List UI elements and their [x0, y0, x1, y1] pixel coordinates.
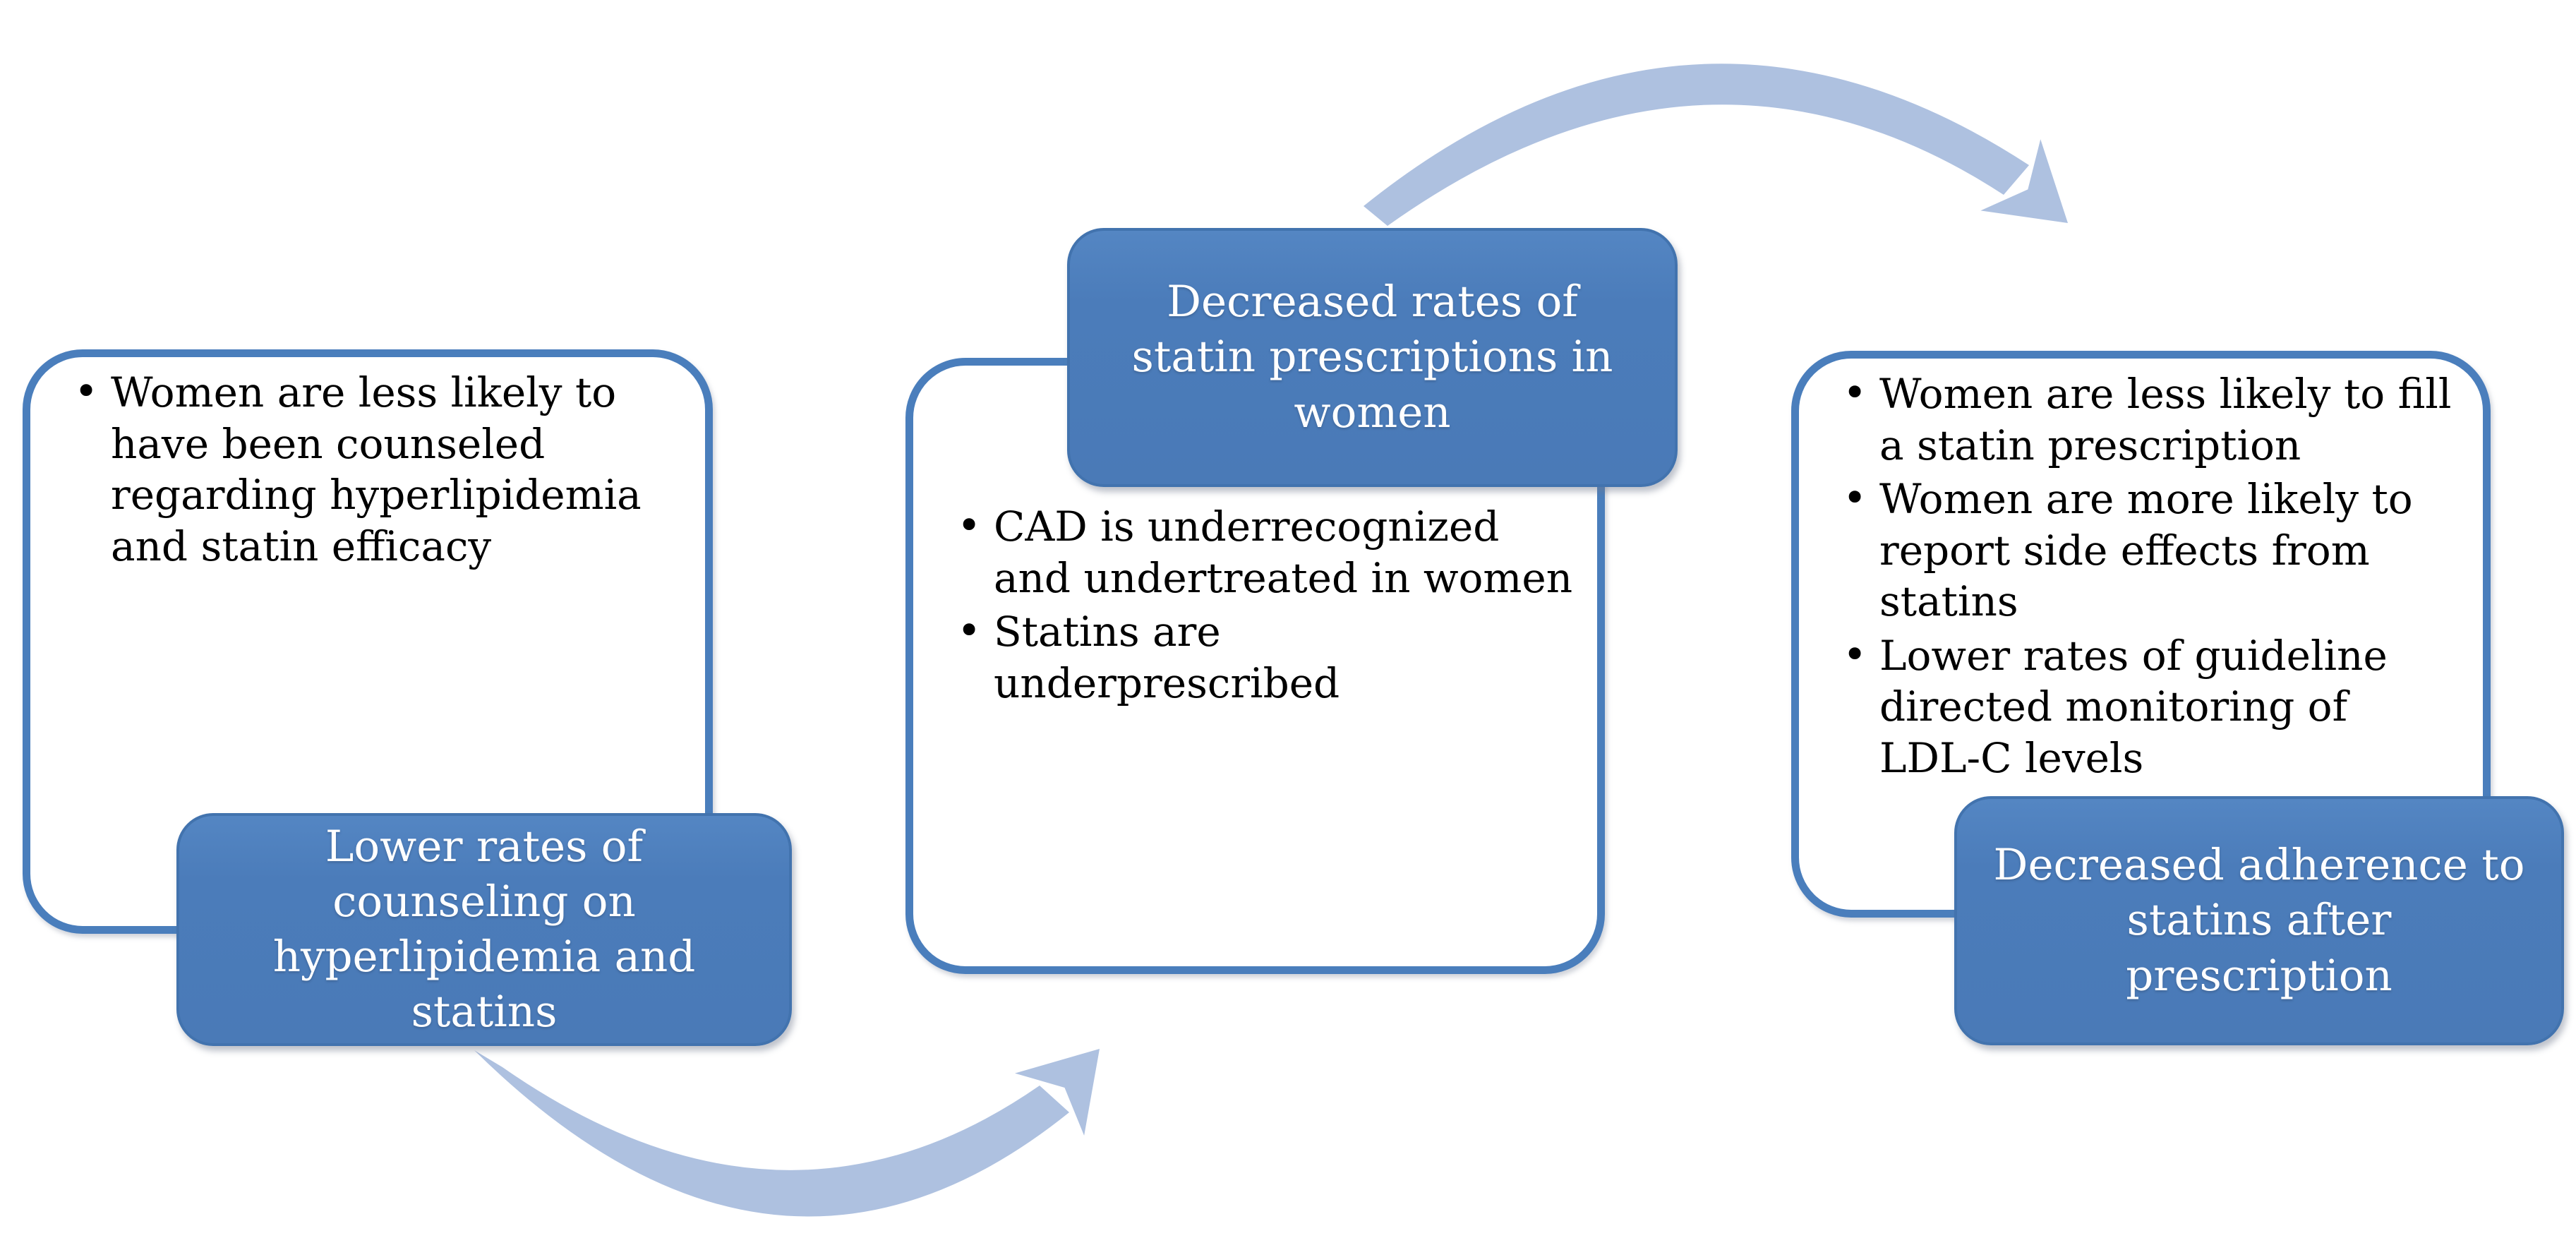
stage-label-text: Decreased adherence to statins after pre…	[1993, 840, 2525, 1001]
stage-label-counseling: Lower rates of counseling on hyperlipide…	[176, 813, 792, 1046]
stage-label-text: Lower rates of counseling on hyperlipide…	[272, 821, 696, 1038]
arrow-counseling-to-prescriptions-icon	[474, 1049, 1100, 1217]
stage-bullets-adherence: Women are less likely to fill a statin p…	[1799, 359, 2483, 783]
stage-label-adherence: Decreased adherence to statins after pre…	[1954, 796, 2564, 1045]
bullet-item: Women are more likely to report side eff…	[1843, 472, 2459, 627]
bullet-item: Statins are underprescribed	[957, 605, 1573, 709]
bullet-item: Women are less likely to have been couns…	[74, 366, 681, 572]
stage-label-text: Decreased rates of statin prescriptions …	[1131, 277, 1613, 438]
stage-label-prescriptions: Decreased rates of statin prescriptions …	[1067, 228, 1678, 487]
stage-box-counseling: Women are less likely to have been couns…	[23, 349, 713, 934]
stage-bullets-counseling: Women are less likely to have been couns…	[30, 357, 705, 572]
bullet-item: CAD is underrecognized and undertreated …	[957, 500, 1573, 603]
bullet-item: Women are less likely to fill a statin p…	[1843, 367, 2459, 471]
bullet-item: Lower rates of guideline directed monito…	[1843, 629, 2459, 784]
stage-bullets-prescriptions: CAD is underrecognized and undertreated …	[913, 366, 1597, 709]
